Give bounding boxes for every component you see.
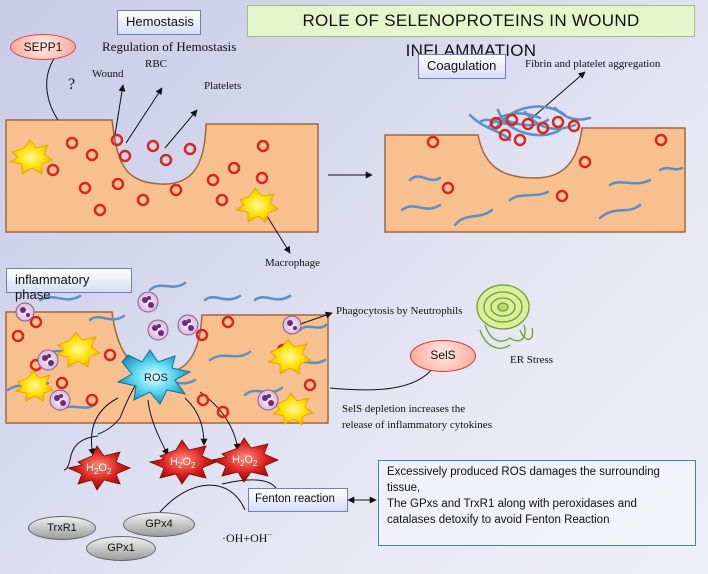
- section-inflammatory-phase: inflammatory phase: [6, 268, 132, 302]
- label-ros: ROS: [144, 372, 168, 384]
- section-coagulation: Coagulation: [418, 54, 506, 79]
- h2o2-label-3: H2O2: [232, 454, 258, 469]
- info-line-3: The GPxs and TrxR1 along with peroxidase…: [387, 497, 637, 510]
- label-platelets: Platelets: [204, 80, 242, 92]
- label-macrophage: Macrophage: [265, 257, 320, 269]
- label-sels-depletion-line2: release of inflammatory cytokines: [342, 419, 492, 431]
- label-sels-depletion-line1: SelS depletion increases the: [342, 403, 466, 415]
- sepp1-oval: SEPP1: [10, 34, 76, 60]
- gpx4-oval: GPx4: [123, 512, 195, 537]
- info-line-4: catalases detoxify to avoid Fenton React…: [387, 513, 610, 526]
- info-box: Excessively produced ROS damages the sur…: [378, 460, 696, 546]
- h2o2-burst-1: [66, 445, 132, 491]
- sels-oval: SelS: [410, 340, 476, 372]
- label-wound: Wound: [92, 68, 124, 80]
- diagram-title: ROLE OF SELENOPROTEINS IN WOUND INFLAMMA…: [247, 5, 695, 60]
- sels-curve: [329, 364, 436, 391]
- label-oh-radicals: ·OH+OH−: [222, 530, 272, 545]
- gpx1-oval: GPx1: [86, 536, 156, 561]
- ros-star: [116, 349, 192, 405]
- tissue-coagulation: [384, 127, 686, 233]
- trxr1-oval: TrxR1: [28, 516, 96, 540]
- h2o2-label-1: H2O2: [86, 462, 112, 477]
- macrophage-1: [8, 139, 53, 175]
- er-stress-cell: [476, 284, 534, 349]
- question-mark: ?: [68, 76, 76, 93]
- tissue-hemostasis: [5, 119, 319, 233]
- info-line-1: Excessively produced ROS damages the sur…: [387, 466, 660, 478]
- gpx4-curve: [159, 484, 246, 513]
- h2o2-burst-3: [210, 437, 280, 483]
- h2o2-burst-2: [148, 439, 218, 485]
- sepp1-curve: [46, 56, 59, 121]
- label-phagocytosis: Phagocytosis by Neutrophils: [336, 305, 463, 317]
- label-rbc: RBC: [145, 58, 168, 70]
- section-hemostasis: Hemostasis: [117, 10, 201, 35]
- fenton-reaction-box: Fenton reaction: [248, 488, 348, 512]
- h2o2-label-2: H2O2: [170, 456, 196, 471]
- label-fibrin-platelet-aggregation: Fibrin and platelet aggregation: [525, 58, 661, 70]
- macrophage-2: [234, 187, 279, 223]
- info-line-2: tissue,: [387, 481, 421, 494]
- label-er-stress: ER Stress: [510, 354, 554, 366]
- label-regulation-of-hemostasis: Regulation of Hemostasis: [102, 39, 237, 54]
- fenton-curve: [221, 479, 277, 489]
